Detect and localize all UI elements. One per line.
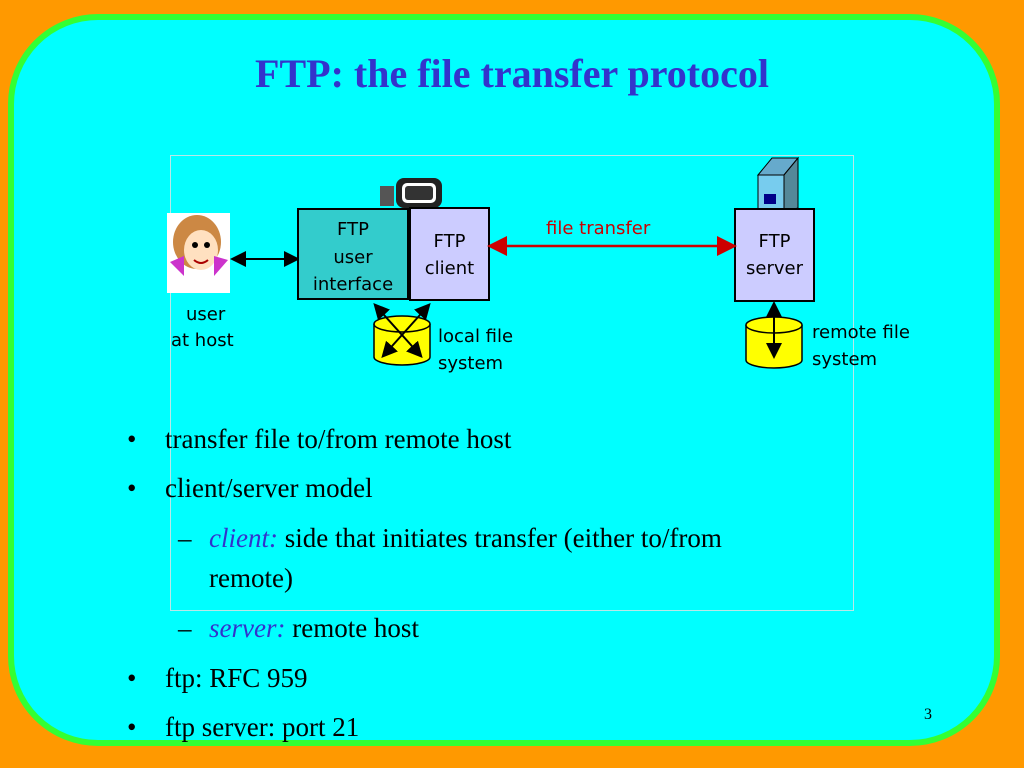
- ui-box-shape: [297, 208, 409, 300]
- slide-panel: [8, 14, 1000, 746]
- remote-fs-label-2: system: [812, 349, 878, 370]
- at-host-label: at host: [171, 330, 234, 351]
- remote-fs-label-1: remote file: [812, 322, 910, 343]
- local-disk-icon: [373, 315, 431, 366]
- sub-bullet-client-cont: remote): [209, 563, 293, 593]
- server-term: server:: [209, 613, 286, 643]
- client-box-label-1: FTP: [433, 231, 466, 252]
- client-box-shape: [409, 207, 490, 301]
- computer-icon: [380, 178, 442, 208]
- server-box-label-2: server: [746, 258, 803, 279]
- sub-bullet-server: – server: remote host: [178, 613, 419, 644]
- dash-mark: –: [178, 523, 192, 553]
- bullet-mark: •: [127, 424, 137, 454]
- ui-box-label-2: user: [333, 247, 373, 268]
- bullet-mark: •: [127, 473, 137, 503]
- ui-box-label-3: interface: [312, 274, 394, 295]
- bullet-3-text: ftp: RFC 959: [165, 663, 308, 693]
- server-definition: remote host: [285, 613, 419, 643]
- bullet-4-text: ftp server: port 21: [165, 712, 360, 742]
- bullet-1-text: transfer file to/from remote host: [165, 424, 512, 454]
- client-term: client:: [209, 523, 278, 553]
- client-definition: side that initiates transfer (either to/…: [277, 523, 722, 553]
- bullet-mark: •: [127, 712, 137, 742]
- bullet-2-text: client/server model: [165, 473, 373, 503]
- client-box-label-2: client: [424, 258, 475, 279]
- ui-box-label-1: FTP: [337, 219, 369, 240]
- sub-bullet-client: – client: side that initiates transfer (…: [178, 523, 722, 554]
- user-label: user: [186, 304, 226, 325]
- bullet-mark: •: [127, 663, 137, 693]
- server-icon: [756, 156, 800, 213]
- local-fs-label-1: local file: [438, 326, 514, 347]
- server-box-label-1: FTP: [758, 231, 791, 252]
- slide-title: FTP: the file transfer protocol: [255, 51, 769, 96]
- user-icon: [167, 213, 230, 293]
- file-transfer-label: file transfer: [546, 218, 651, 239]
- page-number: 3: [924, 706, 932, 723]
- dash-mark: –: [178, 613, 192, 643]
- server-box-shape: [734, 208, 815, 302]
- diagram-frame: [170, 155, 854, 611]
- local-fs-label-2: system: [438, 353, 504, 374]
